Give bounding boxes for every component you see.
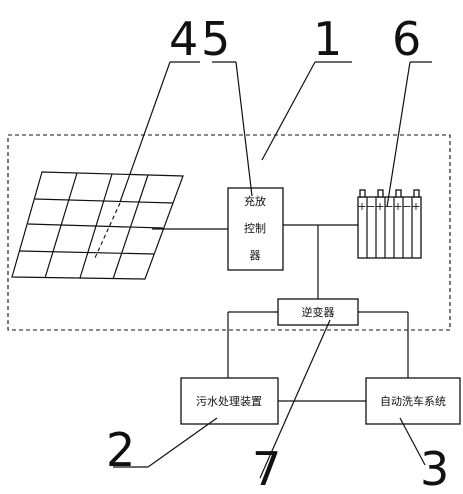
part-number-5: 5 bbox=[201, 12, 230, 66]
system-boundary bbox=[7, 134, 451, 331]
part-number-3: 3 bbox=[420, 442, 449, 494]
inverter-label: 逆变器 bbox=[302, 305, 335, 319]
carwash-system-box bbox=[365, 377, 461, 425]
battery-sign-2: − bbox=[366, 200, 375, 213]
controller-label-line1: 充放 bbox=[244, 194, 266, 208]
part-number-2: 2 bbox=[106, 423, 135, 477]
controller-label-line3: 器 bbox=[250, 249, 261, 262]
leader-lines bbox=[113, 61, 432, 479]
solar-panel bbox=[11, 171, 184, 280]
controller-label-line2: 控制 bbox=[244, 221, 266, 235]
battery-bank bbox=[357, 189, 422, 259]
charge-controller-box bbox=[227, 187, 284, 271]
sewage-treatment-label: 污水处理装置 bbox=[196, 395, 262, 408]
battery-sign-1: + bbox=[357, 200, 366, 213]
part-number-4: 4 bbox=[169, 12, 198, 66]
battery-sign-7: + bbox=[411, 200, 420, 213]
sewage-treatment-box bbox=[180, 377, 279, 425]
wiring bbox=[152, 224, 409, 402]
battery-sign-4: − bbox=[384, 200, 393, 213]
battery-sign-3: + bbox=[375, 200, 384, 213]
inverter-box bbox=[277, 298, 359, 326]
carwash-system-label: 自动洗车系统 bbox=[380, 394, 446, 408]
battery-sign-6: − bbox=[402, 200, 411, 213]
battery-sign-5: + bbox=[393, 200, 402, 213]
part-number-7: 7 bbox=[252, 442, 281, 494]
part-number-1: 1 bbox=[313, 12, 342, 66]
part-number-6: 6 bbox=[392, 12, 421, 66]
